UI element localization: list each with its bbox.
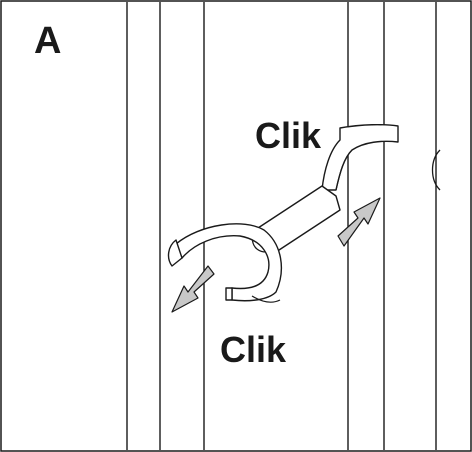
panel-letter: A (34, 20, 61, 62)
click-label-lower: Clik (220, 329, 287, 370)
click-label-upper: Clik (255, 115, 322, 156)
rail-lines (126, 2, 437, 450)
upper-clip (321, 123, 399, 191)
arrow-upper-right-icon (337, 197, 381, 247)
clip-assembly (167, 123, 399, 303)
lower-clip-tab (167, 239, 183, 267)
right-rail-hook (431, 149, 441, 191)
arrow-lower-left-icon (171, 265, 215, 313)
